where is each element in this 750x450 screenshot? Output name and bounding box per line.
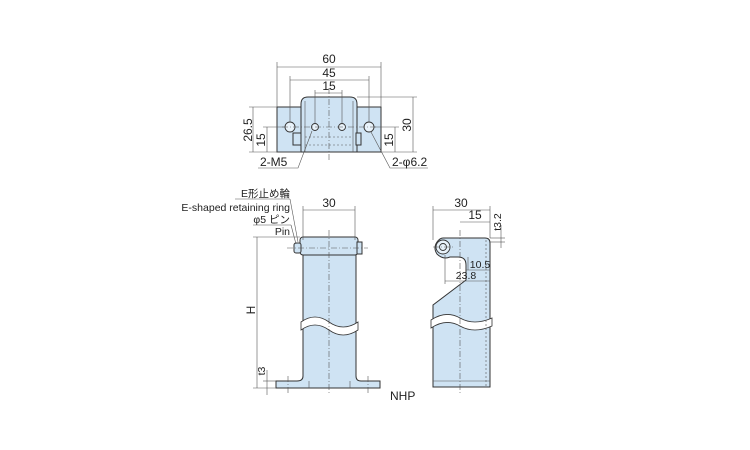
- side-view: 30 15 t3.2 10.5 23.8: [430, 196, 505, 395]
- break-line: [430, 314, 493, 331]
- dim-height-right: 30: [400, 118, 414, 132]
- dim-tapped-pitch: 15: [322, 79, 336, 93]
- dim-side-half: 15: [468, 208, 482, 222]
- dim-hole-pitch: 45: [322, 66, 336, 80]
- dim-overall-width: 60: [322, 52, 336, 66]
- dim-height: H: [244, 306, 258, 315]
- top-view: 60 45 15 26.5 15 30 15 2-M5 2-φ6.2: [241, 52, 428, 169]
- front-view: 30 H t3 E形止め輪 E-shaped retaining ring φ5…: [181, 187, 415, 403]
- dim-width: 30: [322, 196, 336, 210]
- pin-head-icon: [292, 132, 302, 146]
- dim-height-left: 26.5: [241, 118, 255, 142]
- label-through-holes: 2-φ6.2: [392, 155, 427, 169]
- bracket-body: [275, 249, 381, 389]
- dim-side-thickness: t3.2: [492, 213, 504, 231]
- dim-side-depth: 23.8: [456, 270, 477, 282]
- label-ering-en: E-shaped retaining ring: [181, 202, 290, 214]
- dim-thickness: t3: [256, 366, 268, 375]
- model-label: NHP: [390, 389, 415, 403]
- dim-hole-height-left: 15: [254, 133, 268, 147]
- label-pin-en: Pin: [275, 226, 290, 238]
- label-pin-jp: φ5 ピン: [253, 214, 290, 226]
- dim-side-width: 30: [454, 196, 468, 210]
- label-ering-jp: E形止め輪: [241, 187, 291, 200]
- dim-side-slot: 10.5: [470, 259, 491, 271]
- dim-hole-height-right: 15: [382, 133, 396, 147]
- label-tapped-holes: 2-M5: [260, 155, 288, 169]
- bracket-side: [432, 237, 491, 388]
- break-line: [300, 316, 359, 336]
